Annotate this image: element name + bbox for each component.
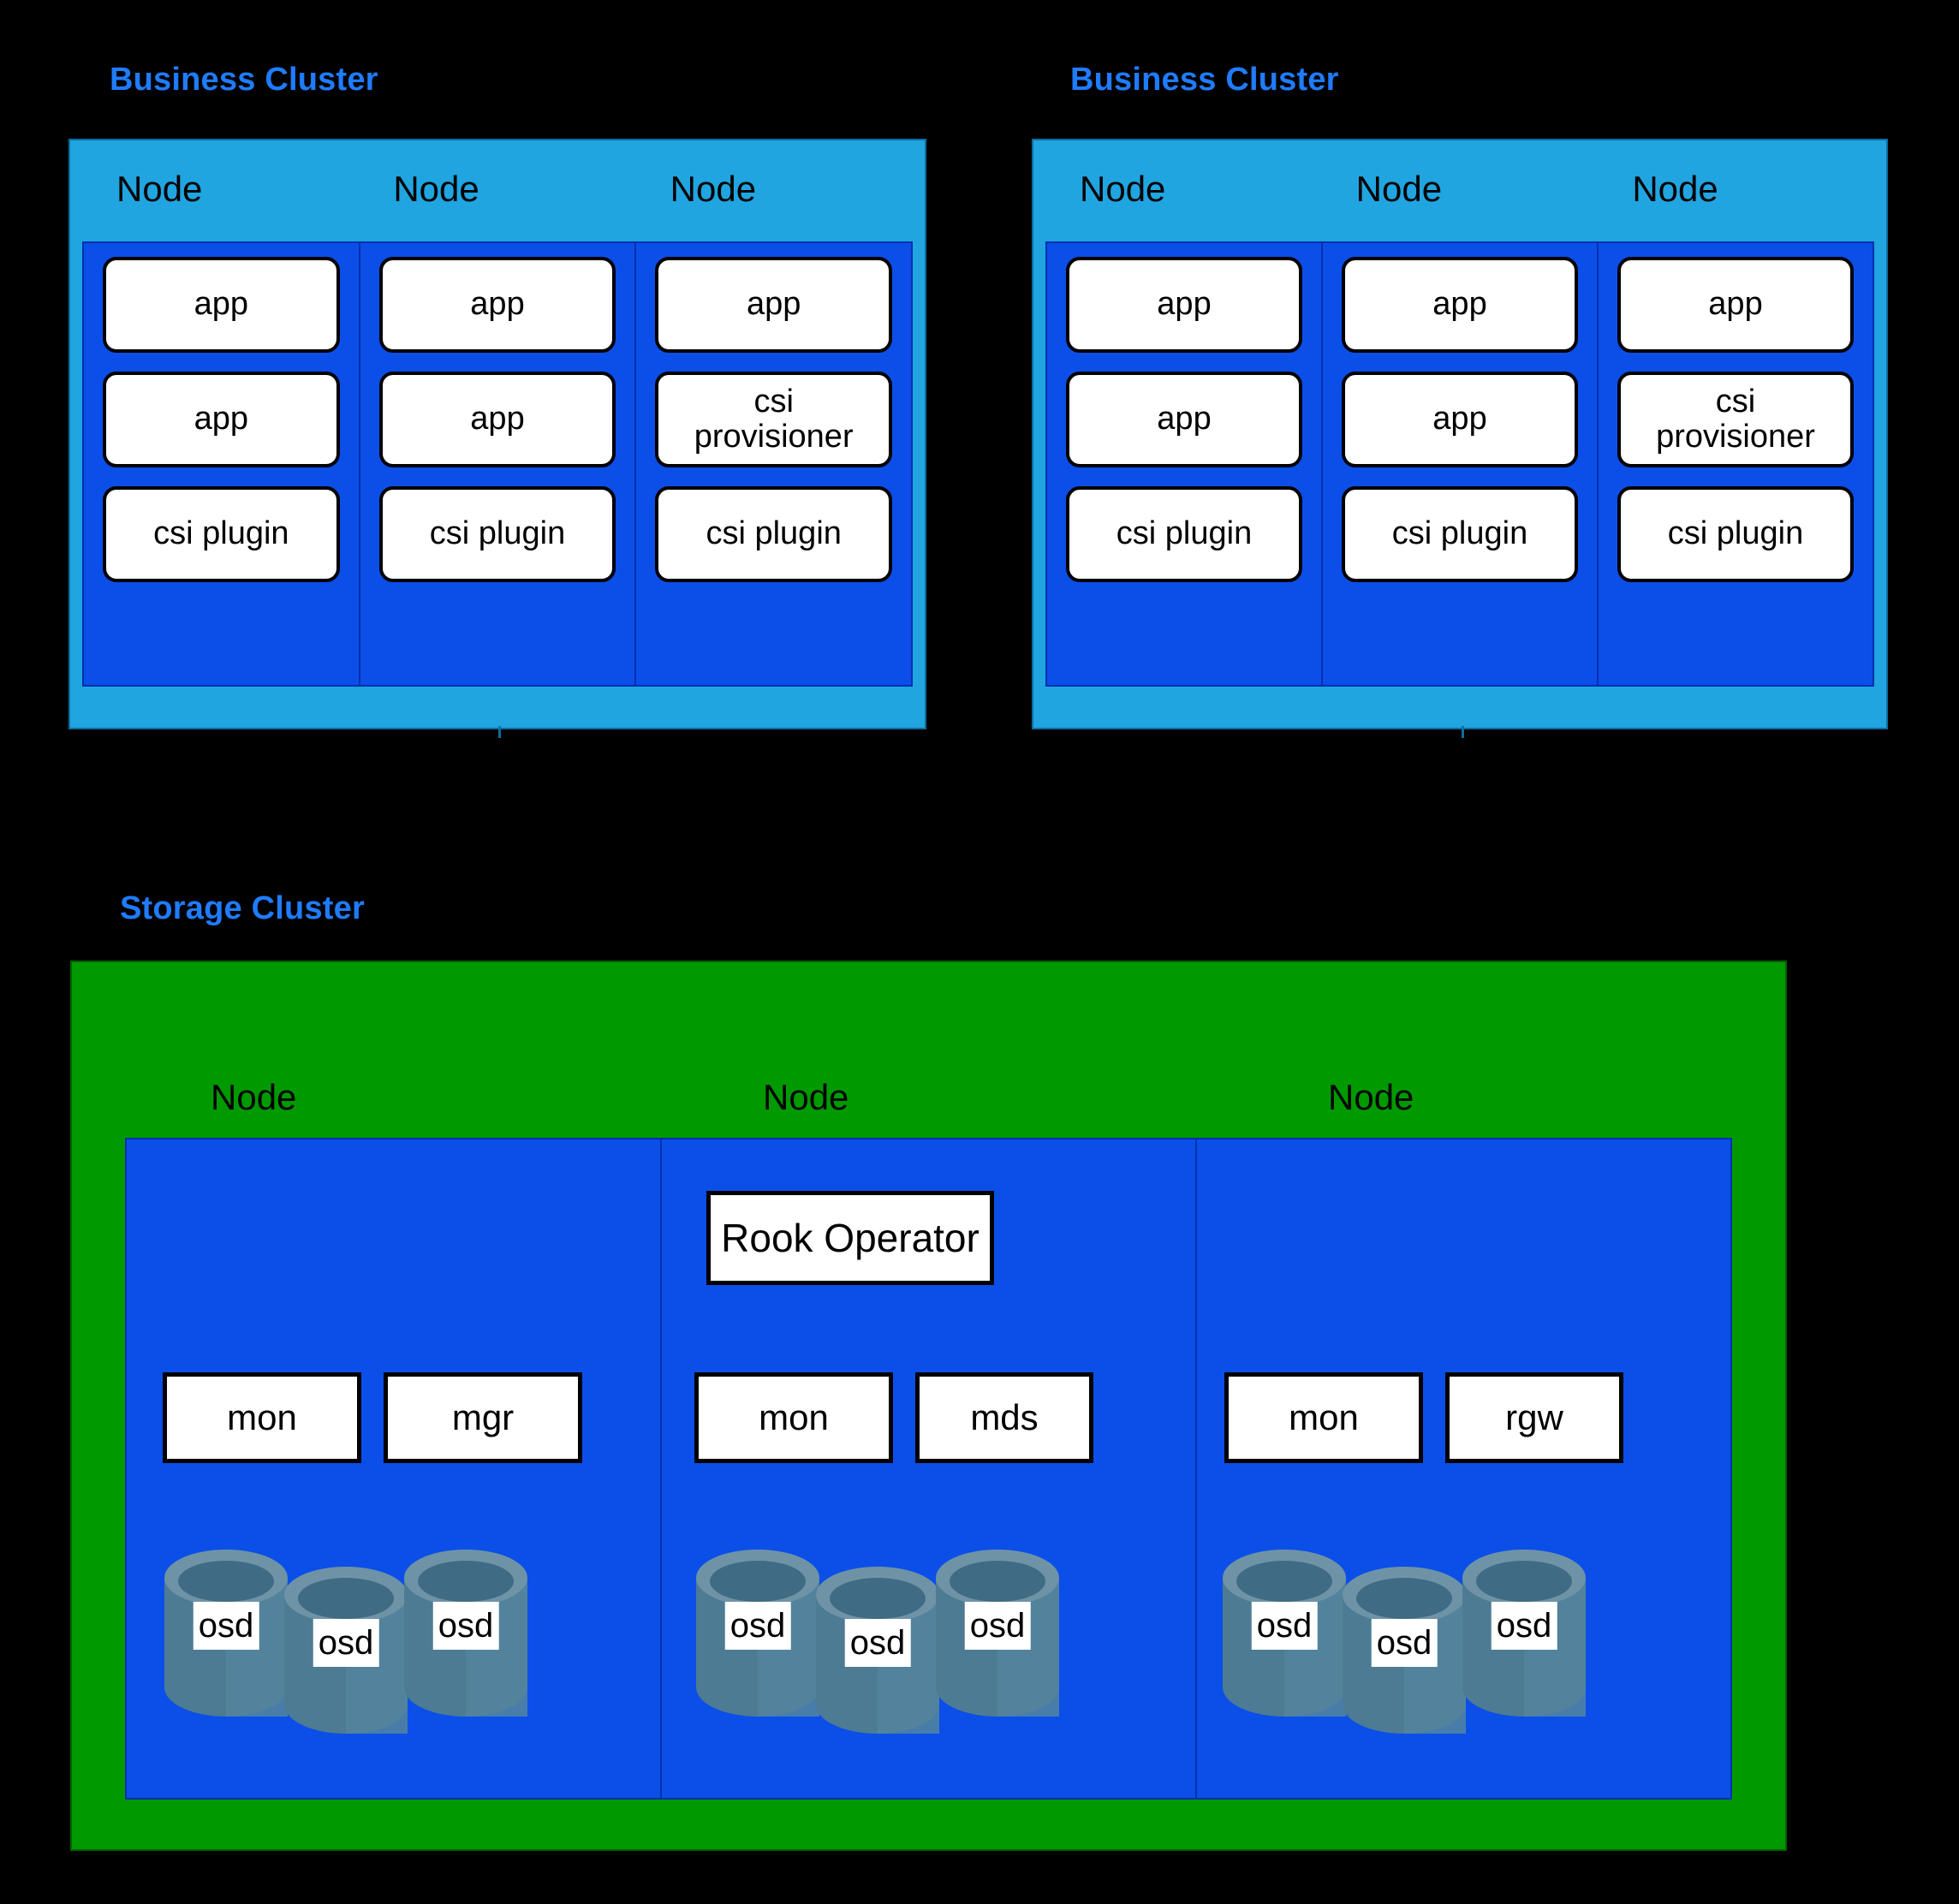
storage-node-panel: mon mgr osd <box>127 1139 662 1798</box>
business-cluster-1-nodes: app app csi plugin app app csi plugin ap… <box>82 241 913 687</box>
osd-cylinder[interactable]: osd <box>163 1549 289 1717</box>
business-cluster-2: Node Node Node app app csi plugin app ap… <box>1032 139 1888 738</box>
daemon-mds[interactable]: mds <box>915 1372 1093 1463</box>
pod-app[interactable]: app <box>378 257 616 353</box>
pod-csi-provisioner[interactable]: csi provisioner <box>655 372 893 467</box>
pod-csi-plugin[interactable]: csi plugin <box>1617 486 1854 582</box>
node-label: Node <box>763 1077 849 1117</box>
node-panel: app app csi plugin <box>1323 243 1599 685</box>
osd-label: osd <box>1371 1619 1438 1667</box>
osd-label: osd <box>1251 1602 1318 1650</box>
pod-csi-plugin[interactable]: csi plugin <box>1342 486 1578 582</box>
pod-app[interactable]: app <box>655 257 893 353</box>
pod-app[interactable]: app <box>1342 372 1578 467</box>
osd-cylinder[interactable]: osd <box>934 1549 1061 1717</box>
osd-cylinder[interactable]: osd <box>1221 1549 1348 1717</box>
node-panel: app app csi plugin <box>1047 243 1323 685</box>
storage-cluster: Node Node Node mon mgr osd <box>70 961 1787 1851</box>
business-cluster-1: Node Node Node app app csi plugin app ap… <box>68 139 926 738</box>
node-panel: app app csi plugin <box>84 243 360 685</box>
node-panel: app csi provisioner csi plugin <box>1599 243 1873 685</box>
connector-tick <box>498 726 501 738</box>
pod-app[interactable]: app <box>1066 372 1302 467</box>
osd-cylinder[interactable]: osd <box>402 1549 529 1717</box>
osd-cylinder[interactable]: osd <box>694 1549 821 1717</box>
osd-label: osd <box>313 1619 379 1667</box>
node-panel: app app csi plugin <box>360 243 637 685</box>
pod-app[interactable]: app <box>378 372 616 467</box>
connector-tick <box>1462 726 1464 738</box>
osd-label: osd <box>724 1602 791 1650</box>
osd-cylinder[interactable]: osd <box>1341 1566 1468 1734</box>
node-panel: app csi provisioner csi plugin <box>636 243 911 685</box>
osd-label: osd <box>1491 1602 1557 1650</box>
osd-cylinder[interactable]: osd <box>1461 1549 1587 1717</box>
daemon-mgr[interactable]: mgr <box>384 1372 582 1463</box>
daemon-mon[interactable]: mon <box>163 1372 361 1463</box>
storage-cluster-nodes: mon mgr osd <box>125 1138 1732 1800</box>
pod-app[interactable]: app <box>1066 257 1302 353</box>
daemon-rgw[interactable]: rgw <box>1445 1372 1623 1463</box>
storage-node-panel: mon rgw osd <box>1197 1139 1730 1798</box>
pod-csi-plugin[interactable]: csi plugin <box>655 486 893 582</box>
node-label: Node <box>116 169 203 209</box>
osd-label: osd <box>193 1602 259 1650</box>
daemon-mon[interactable]: mon <box>694 1372 893 1463</box>
osd-cylinder[interactable]: osd <box>814 1566 941 1734</box>
osd-label: osd <box>844 1619 911 1667</box>
node-label: Node <box>670 169 757 209</box>
business-cluster-2-title: Business Cluster <box>1070 62 1339 98</box>
osd-cylinder[interactable]: osd <box>283 1566 409 1734</box>
node-label: Node <box>393 169 479 209</box>
pod-csi-plugin[interactable]: csi plugin <box>378 486 616 582</box>
pod-csi-plugin[interactable]: csi plugin <box>1066 486 1302 582</box>
node-label: Node <box>211 1077 297 1117</box>
node-label: Node <box>1328 1077 1414 1117</box>
pod-app[interactable]: app <box>1617 257 1854 353</box>
storage-cluster-title: Storage Cluster <box>120 890 365 926</box>
pod-csi-provisioner[interactable]: csi provisioner <box>1617 372 1854 467</box>
node-label: Node <box>1355 169 1443 209</box>
node-label: Node <box>1080 169 1166 209</box>
daemon-mon[interactable]: mon <box>1224 1372 1423 1463</box>
pod-csi-plugin[interactable]: csi plugin <box>103 486 340 582</box>
storage-node-panel: Rook Operator mon mds osd <box>662 1139 1197 1798</box>
business-cluster-1-node-labels: Node Node Node <box>82 163 913 236</box>
rook-operator-box[interactable]: Rook Operator <box>706 1191 994 1285</box>
storage-cluster-node-labels: Node Node Node <box>125 1072 1732 1139</box>
business-cluster-2-nodes: app app csi plugin app app csi plugin ap… <box>1045 241 1874 687</box>
pod-app[interactable]: app <box>103 257 340 353</box>
node-label: Node <box>1632 169 1718 209</box>
pod-app[interactable]: app <box>103 372 340 467</box>
osd-label: osd <box>964 1602 1031 1650</box>
pod-app[interactable]: app <box>1342 257 1578 353</box>
business-cluster-1-title: Business Cluster <box>110 62 378 98</box>
osd-label: osd <box>432 1602 499 1650</box>
business-cluster-2-node-labels: Node Node Node <box>1045 163 1874 236</box>
